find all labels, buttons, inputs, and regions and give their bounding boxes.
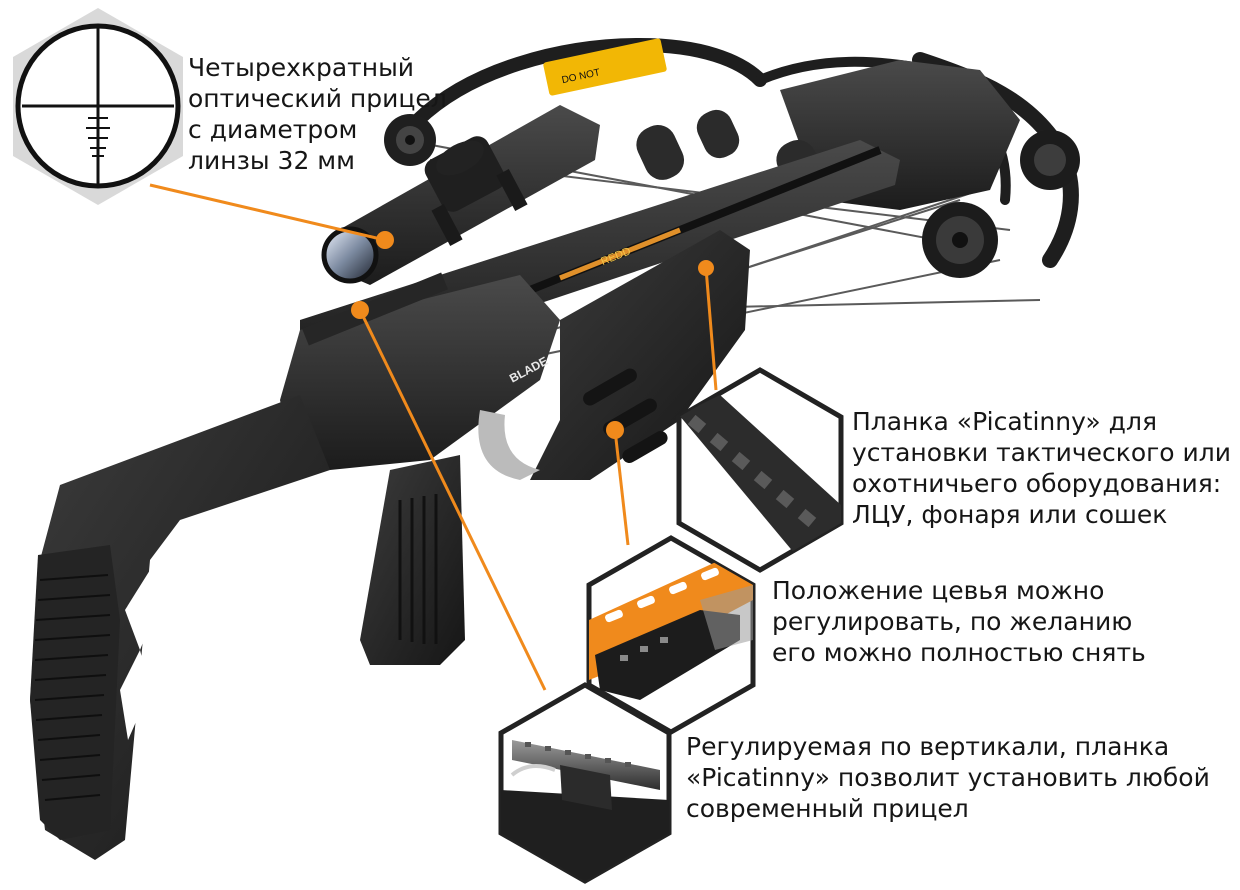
butt-pad — [30, 545, 120, 840]
grip-texture — [398, 494, 438, 644]
callout-forend: Положение цевья можно регулировать, по ж… — [772, 576, 1146, 667]
forend-icon — [586, 535, 756, 735]
dot-mount — [351, 301, 369, 319]
scope-mount-icon — [498, 682, 672, 884]
leader-dots — [351, 231, 714, 439]
callout-scope-mount: Регулируемая по вертикали, планка «Picat… — [686, 732, 1210, 823]
forend — [530, 230, 750, 480]
leader-scope — [149, 183, 386, 242]
leader-lines — [149, 183, 718, 691]
trigger-guard — [478, 410, 540, 480]
stock-cutouts — [120, 570, 160, 740]
crossbow-illustration: DO NOT REDD BLADE — [30, 37, 1080, 860]
dot-rail — [698, 260, 714, 276]
scope-reticle-icon — [13, 8, 183, 205]
warning-label: DO NOT — [543, 38, 667, 96]
leader-mount — [358, 309, 547, 691]
dot-scope — [376, 231, 394, 249]
callout-picatinny-rail: Планка «Picatinny» для установки тактиче… — [852, 407, 1232, 529]
scope — [321, 105, 600, 285]
butt-pad-ribs — [34, 574, 111, 801]
picatinny-rail-icon — [676, 367, 844, 573]
cam-right — [922, 130, 1080, 278]
callout-scope: Четырехкратный оптический прицел с диаме… — [188, 53, 447, 175]
cam-left — [384, 114, 436, 166]
dot-forend — [606, 421, 624, 439]
leader-rail — [704, 267, 718, 391]
top-rail — [302, 272, 448, 346]
scope-lens — [321, 226, 379, 284]
leader-forend — [613, 429, 630, 546]
